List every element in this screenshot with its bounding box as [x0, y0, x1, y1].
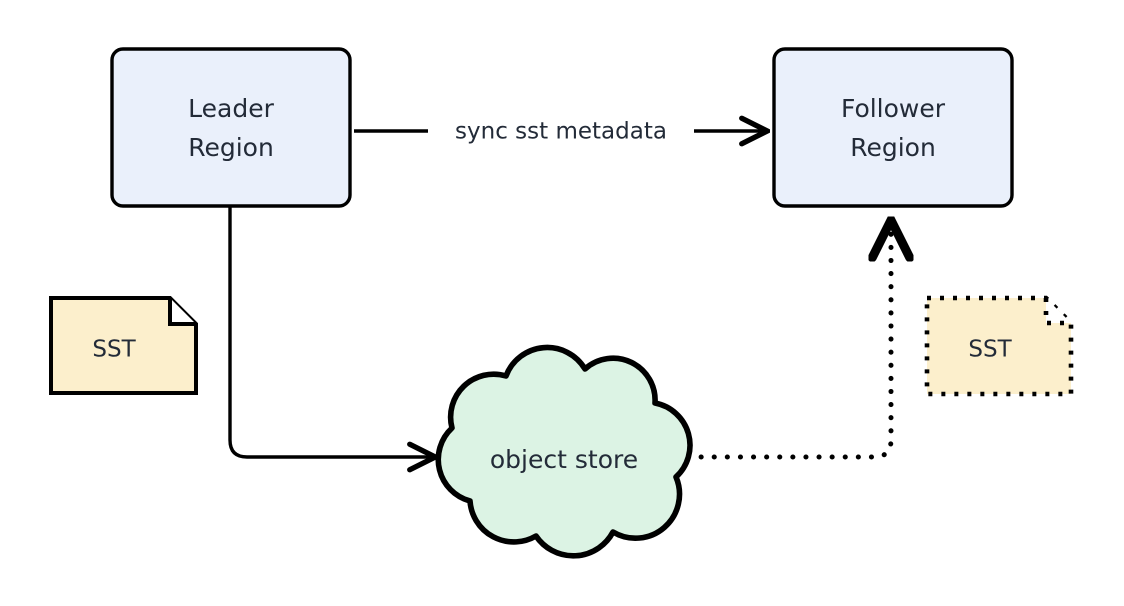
follower-region-box[interactable] [772, 47, 1014, 208]
download-edge-path [685, 222, 891, 460]
sst-replica-body[interactable] [924, 295, 1074, 397]
download-edge [685, 222, 891, 460]
sst-replica-fold-corner-icon [1043, 298, 1071, 326]
node-object-store[interactable]: object store [435, 344, 693, 559]
sst-source-label: SST [92, 337, 136, 363]
object-store-cloud-shape[interactable] [435, 344, 693, 559]
leader-region-label-line2: Region [188, 133, 274, 162]
upload-edge [228, 206, 434, 457]
upload-edge-path [228, 206, 434, 457]
sst-source-fold-corner-icon [168, 298, 196, 326]
leader-region-box[interactable] [110, 47, 352, 208]
follower-region-label-line1: Follower [841, 94, 946, 123]
node-follower-region[interactable]: Follower Region [772, 47, 1014, 208]
object-store-label: object store [490, 445, 638, 474]
node-leader-region[interactable]: Leader Region [110, 47, 352, 208]
sync-metadata-edge: sync sst metadata [354, 119, 766, 145]
follower-region-label-line2: Region [850, 133, 936, 162]
node-sst-replica[interactable]: SST [924, 295, 1074, 397]
sync-metadata-edge-label: sync sst metadata [455, 119, 667, 145]
sst-source-body[interactable] [49, 296, 198, 395]
leader-region-label-line1: Leader [188, 94, 274, 123]
sst-replica-label: SST [968, 337, 1012, 363]
node-sst-source[interactable]: SST [49, 296, 198, 395]
